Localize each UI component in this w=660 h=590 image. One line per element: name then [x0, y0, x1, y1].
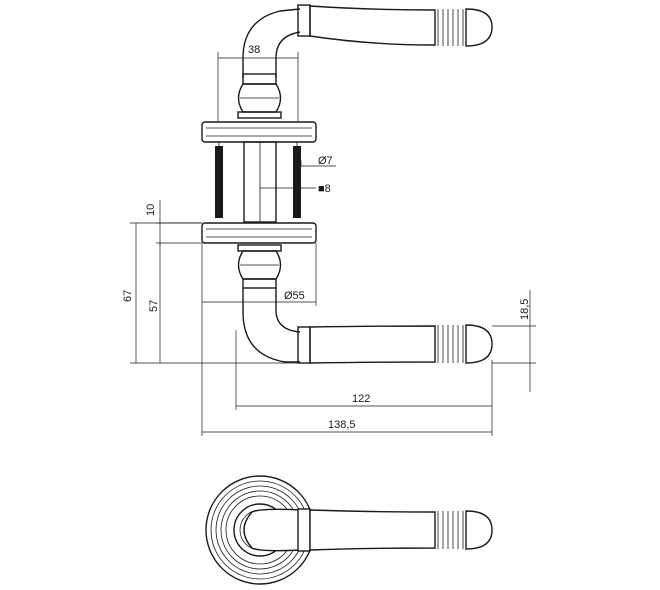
dim-overall-length: 138,5 — [201, 306, 492, 436]
bottom-lever-knob — [465, 324, 493, 364]
dim-label-sq8: ■8 — [318, 183, 331, 195]
top-rose — [201, 121, 317, 143]
dim-overall-height: 67 — [122, 222, 300, 364]
top-lever — [242, 4, 493, 78]
right-screw — [293, 146, 301, 218]
top-rose-plate — [201, 121, 317, 143]
dim-lever-thickness: 18,5 — [492, 290, 536, 392]
plan-lever-neck — [243, 508, 301, 552]
top-lever-neck-inner — [275, 31, 301, 78]
dim-label-d7: Ø7 — [318, 155, 333, 167]
top-turned-collar — [237, 73, 282, 119]
bottom-rose — [201, 222, 317, 244]
dim-label-38: 38 — [248, 44, 260, 56]
bottom-lever-neck-outer — [242, 288, 300, 363]
bottom-lever-grip — [309, 325, 436, 364]
spindle-assembly — [215, 141, 301, 223]
plan-lever-ribs — [437, 511, 464, 549]
plan-lever-knob — [465, 510, 493, 550]
plan-lever-collar — [297, 508, 311, 552]
top-lever-ribs — [437, 9, 464, 46]
plan-lever-grip — [309, 509, 436, 551]
bottom-lever-neck-inner — [275, 288, 301, 333]
bottom-turned-collar — [237, 244, 282, 289]
dim-spindle-square: ■8 — [260, 183, 331, 195]
dim-label-10: 10 — [145, 204, 157, 216]
bottom-collar-ring — [242, 278, 277, 289]
top-lever-knob — [465, 8, 493, 47]
dim-label-18-5: 18,5 — [519, 299, 531, 320]
top-collar-ring — [242, 73, 277, 85]
dim-label-57: 57 — [148, 300, 160, 312]
dim-lever-length: 122 — [235, 330, 493, 436]
left-screw — [215, 146, 223, 218]
dim-height-to-lever: 57 — [148, 243, 161, 363]
bottom-collar-base — [237, 244, 282, 252]
bottom-rose-plate — [201, 222, 317, 244]
dim-label-d55: Ø55 — [284, 290, 305, 302]
dim-label-138-5: 138,5 — [328, 419, 356, 431]
bottom-lever — [242, 288, 493, 364]
dim-spindle-diameter: Ø7 — [293, 155, 336, 167]
dim-neck-width: 38 — [217, 44, 299, 122]
top-collar-base — [237, 111, 282, 119]
dim-label-67: 67 — [122, 290, 134, 302]
top-lever-neck-outer — [242, 8, 301, 78]
plan-view — [205, 475, 493, 585]
dim-label-122: 122 — [352, 393, 370, 405]
dim-rose-diameter: Ø55 — [201, 243, 317, 306]
bottom-lever-ribs — [437, 325, 464, 363]
top-lever-grip — [309, 5, 436, 46]
